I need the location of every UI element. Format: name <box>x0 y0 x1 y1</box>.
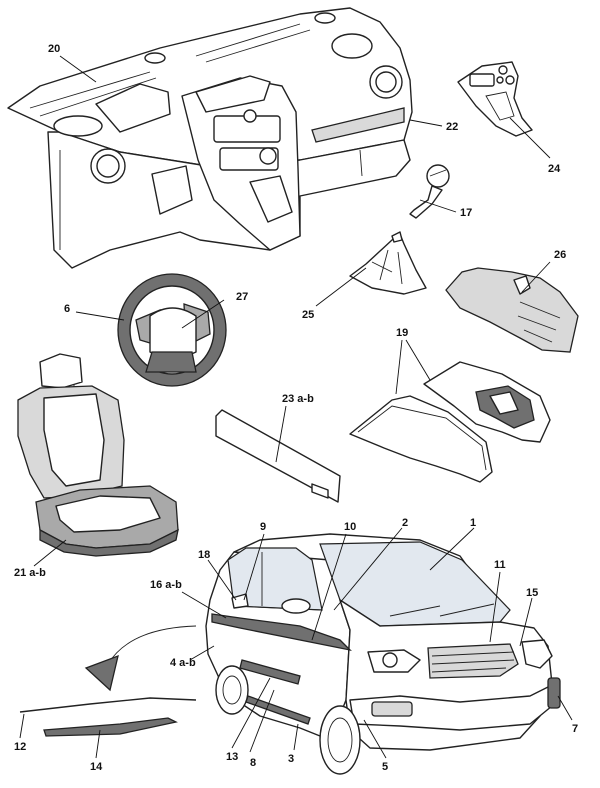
car <box>205 533 561 775</box>
center-console-panel <box>457 61 533 137</box>
steering-wheel <box>117 273 227 387</box>
callout-5: 5 <box>382 761 388 773</box>
callout-24: 24 <box>548 163 561 175</box>
callout-23: 23 a-b <box>282 393 314 405</box>
callout-26: 26 <box>554 249 566 261</box>
gear-knob <box>409 164 450 219</box>
callout-20: 20 <box>48 43 60 55</box>
callout-12: 12 <box>14 741 26 753</box>
callout-25: 25 <box>302 309 314 321</box>
callout-13: 13 <box>226 751 238 763</box>
callout-2: 2 <box>402 517 408 529</box>
side-decal-detail <box>19 625 197 737</box>
callout-7: 7 <box>572 723 578 735</box>
armrest-cover <box>445 267 579 353</box>
callout-17: 17 <box>460 207 472 219</box>
callout-4: 4 a-b <box>170 657 196 669</box>
callout-3: 3 <box>288 753 294 765</box>
dashboard <box>7 7 413 269</box>
callout-10: 10 <box>344 521 356 533</box>
seat <box>17 353 179 557</box>
callout-27: 27 <box>236 291 248 303</box>
callout-1: 1 <box>470 517 476 529</box>
callout-16: 16 a-b <box>150 579 182 591</box>
callout-labels: 20 22 24 17 6 27 25 26 19 23 a-b 21 a-b … <box>14 43 578 773</box>
callout-6: 6 <box>64 303 70 315</box>
callout-14: 14 <box>90 761 103 773</box>
callout-11: 11 <box>494 559 506 571</box>
callout-21: 21 a-b <box>14 567 46 579</box>
callout-18: 18 <box>198 549 210 561</box>
callout-19: 19 <box>396 327 408 339</box>
floor-mats <box>349 361 551 483</box>
gear-boot <box>349 231 427 295</box>
callout-15: 15 <box>526 587 538 599</box>
callout-9: 9 <box>260 521 266 533</box>
callout-22: 22 <box>446 121 458 133</box>
door-trim-strip <box>215 409 341 503</box>
callout-8: 8 <box>250 757 256 769</box>
leader-lines <box>19 55 573 759</box>
